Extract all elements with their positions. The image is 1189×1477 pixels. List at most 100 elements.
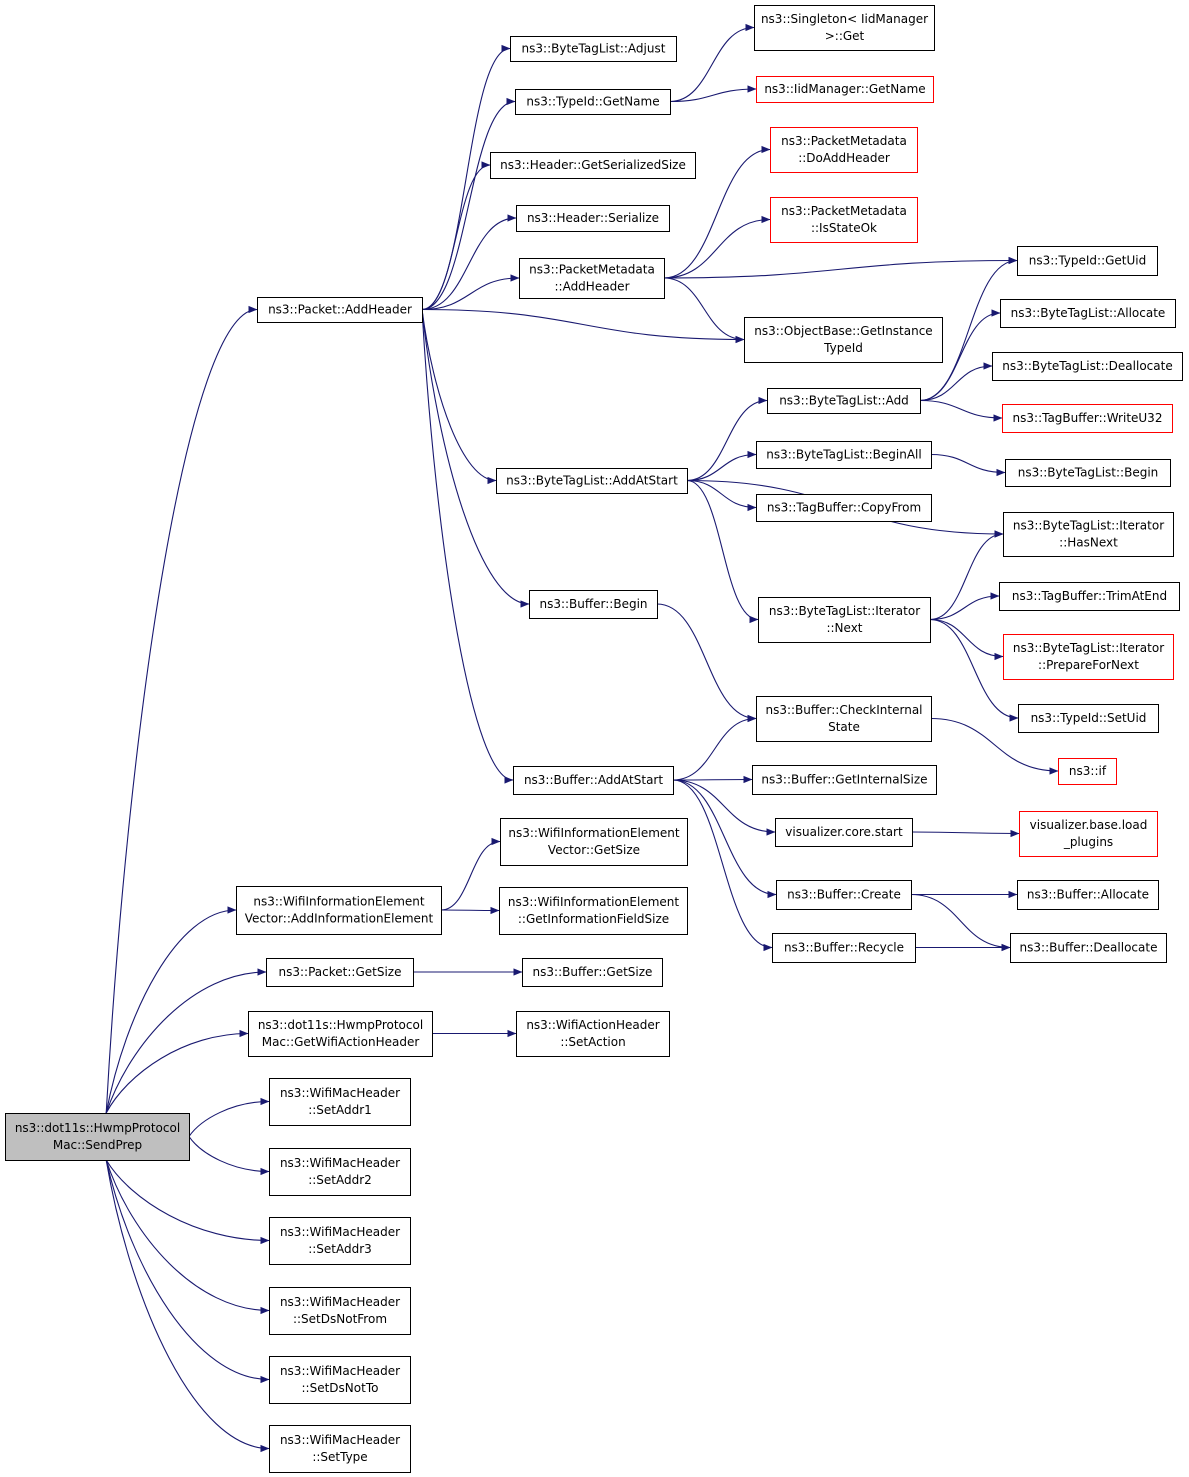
node-box [1017,880,1159,910]
node-btl-allocate[interactable]: ns3::ByteTagList::Allocate [1000,299,1176,328]
node-buffer-begin[interactable]: ns3::Buffer::Begin [529,590,658,619]
node-pm-doaddheader[interactable]: ns3::PacketMetadata::DoAddHeader [770,127,918,173]
node-box [756,696,932,742]
node-iter-hasnext[interactable]: ns3::ByteTagList::Iterator::HasNext [1003,512,1174,557]
node-typeid-setuid[interactable]: ns3::TypeId::SetUid [1018,704,1159,733]
edge-pm_addheader-to-pm_doaddheader [663,145,771,279]
node-packet-getsize[interactable]: ns3::Packet::GetSize [266,958,414,987]
node-singleton-get[interactable]: ns3::Singleton< IidManager>::Get [754,5,935,51]
edge-addheader-to-pm_addheader [421,274,520,311]
node-label: ::SetAddr3 [308,1242,372,1256]
node-wiev-getsize[interactable]: ns3::WifiInformationElementVector::GetSi… [500,818,688,866]
node-header-serialize[interactable]: ns3::Header::Serialize [516,205,670,232]
node-label: ns3::WifiMacHeader [280,1295,400,1309]
node-iter-next[interactable]: ns3::ByteTagList::Iterator::Next [758,597,931,643]
node-label: ::GetInformationFieldSize [518,912,669,926]
edge-buf_create-to-buf_deallocate [910,893,1011,952]
node-label: visualizer.core.start [785,825,903,839]
node-label: ::SetDsNotFrom [293,1312,387,1326]
edge-btl_addatstart-to-tb_copyfrom [686,479,757,512]
node-wmh-setaddr3[interactable]: ns3::WifiMacHeader::SetAddr3 [269,1217,411,1265]
edge-typeid_getname-to-iid_getname [669,85,757,103]
node-wmh-setaddr2[interactable]: ns3::WifiMacHeader::SetAddr2 [269,1148,411,1196]
edge-sendprep-to-wmh_setdsnotfrom [105,1159,270,1315]
node-label: ns3::WifiMacHeader [280,1364,400,1378]
node-wie-getfieldsize[interactable]: ns3::WifiInformationElement::GetInformat… [499,887,688,935]
node-label: Mac::GetWifiActionHeader [262,1035,420,1049]
node-label: ns3::ByteTagList::Iterator [1013,641,1164,655]
node-tb-writeu32[interactable]: ns3::TagBuffer::WriteU32 [1002,404,1173,433]
edge-vis_core_start-to-vis_base_load [911,829,1020,838]
edge-buf_addatstart-to-buf_checkinternal [672,714,757,781]
node-buf-allocate[interactable]: ns3::Buffer::Allocate [1017,880,1159,910]
node-wmh-setaddr1[interactable]: ns3::WifiMacHeader::SetAddr1 [269,1078,411,1126]
node-label: ns3::ByteTagList::Iterator [1013,519,1164,533]
node-label: ns3::WifiInformationElement [508,826,680,840]
node-iid-getname[interactable]: ns3::IidManager::GetName [756,76,934,103]
node-btl-adjust[interactable]: ns3::ByteTagList::Adjust [510,36,677,62]
node-tb-trimatend[interactable]: ns3::TagBuffer::TrimAtEnd [999,582,1180,611]
node-box [516,1011,670,1057]
node-pm-isstateok[interactable]: ns3::PacketMetadata::IsStateOk [770,197,918,243]
node-label: ::HasNext [1059,536,1118,550]
node-btl-beginall[interactable]: ns3::ByteTagList::BeginAll [756,441,932,469]
node-label: ::IsStateOk [811,221,877,235]
edge-addheader-to-typeid_getname [421,97,516,311]
node-btl-addatstart[interactable]: ns3::ByteTagList::AddAtStart [496,468,688,494]
node-buf-addatstart[interactable]: ns3::Buffer::AddAtStart [513,766,674,795]
node-label: ::DoAddHeader [798,151,890,165]
node-label: ::SetDsNotTo [302,1381,379,1395]
node-box [269,1148,411,1196]
node-label: ns3::Buffer::AddAtStart [524,773,663,787]
node-wmh-settype[interactable]: ns3::WifiMacHeader::SetType [269,1425,411,1473]
node-box [999,582,1180,611]
node-ns3-if[interactable]: ns3::if [1058,758,1117,785]
node-btl-deallocate[interactable]: ns3::ByteTagList::Deallocate [992,352,1183,381]
node-label: ns3::PacketMetadata [781,134,907,148]
edge-wiev_addie-to-wiev_getsize [440,837,501,911]
node-wmh-setdsnotfrom[interactable]: ns3::WifiMacHeader::SetDsNotFrom [269,1287,411,1335]
node-wah-setaction[interactable]: ns3::WifiActionHeader::SetAction [516,1011,670,1057]
node-box [1018,704,1159,733]
node-buf-recycle[interactable]: ns3::Buffer::Recycle [772,933,916,963]
node-addheader[interactable]: ns3::Packet::AddHeader [257,297,423,323]
node-buffer-getsize[interactable]: ns3::Buffer::GetSize [522,958,663,987]
edge-addheader-to-header_serialize [421,214,517,311]
node-pm-addheader[interactable]: ns3::PacketMetadata::AddHeader [519,258,665,299]
edge-btl_beginall-to-btl_begin [930,453,1006,477]
node-buf-create[interactable]: ns3::Buffer::Create [776,880,912,910]
node-label: ns3::ByteTagList::BeginAll [766,448,921,462]
node-iter-prepare[interactable]: ns3::ByteTagList::Iterator::PrepareForNe… [1003,634,1174,680]
edge-pm_addheader-to-ob_getinstancetypeid [663,277,745,344]
node-label: ns3::dot11s::HwmpProtocol [258,1018,423,1032]
node-buf-getinternalsize[interactable]: ns3::Buffer::GetInternalSize [752,765,937,795]
node-btl-add[interactable]: ns3::ByteTagList::Add [767,388,921,414]
node-typeid-getuid[interactable]: ns3::TypeId::GetUid [1017,246,1158,276]
node-wiev-addie[interactable]: ns3::WifiInformationElementVector::AddIn… [236,886,442,935]
node-header-getsersize[interactable]: ns3::Header::GetSerializedSize [490,152,696,179]
node-box [236,886,442,935]
node-vis-core-start[interactable]: visualizer.core.start [775,818,913,847]
node-getwifiactionheader[interactable]: ns3::dot11s::HwmpProtocolMac::GetWifiAct… [248,1011,433,1057]
node-tb-copyfrom[interactable]: ns3::TagBuffer::CopyFrom [756,494,932,522]
node-label: ns3::WifiMacHeader [280,1086,400,1100]
edge-sendprep-to-wmh_setaddr2 [188,1136,270,1176]
node-box [529,590,658,619]
node-label: ns3::Packet::GetSize [279,965,402,979]
node-label: ns3::WifiInformationElement [253,895,425,909]
node-btl-begin[interactable]: ns3::ByteTagList::Begin [1005,459,1171,487]
node-box [513,766,674,795]
node-typeid-getname[interactable]: ns3::TypeId::GetName [515,89,671,115]
node-wmh-setdsnotto[interactable]: ns3::WifiMacHeader::SetDsNotTo [269,1356,411,1404]
node-vis-base-load[interactable]: visualizer.base.load_plugins [1019,811,1158,857]
node-label: ns3::Buffer::Begin [539,597,647,611]
node-buf-deallocate[interactable]: ns3::Buffer::Deallocate [1010,933,1167,963]
node-box [1000,299,1176,328]
node-label: ::AddHeader [554,280,629,294]
node-box [752,765,937,795]
node-label: >::Get [825,29,865,43]
